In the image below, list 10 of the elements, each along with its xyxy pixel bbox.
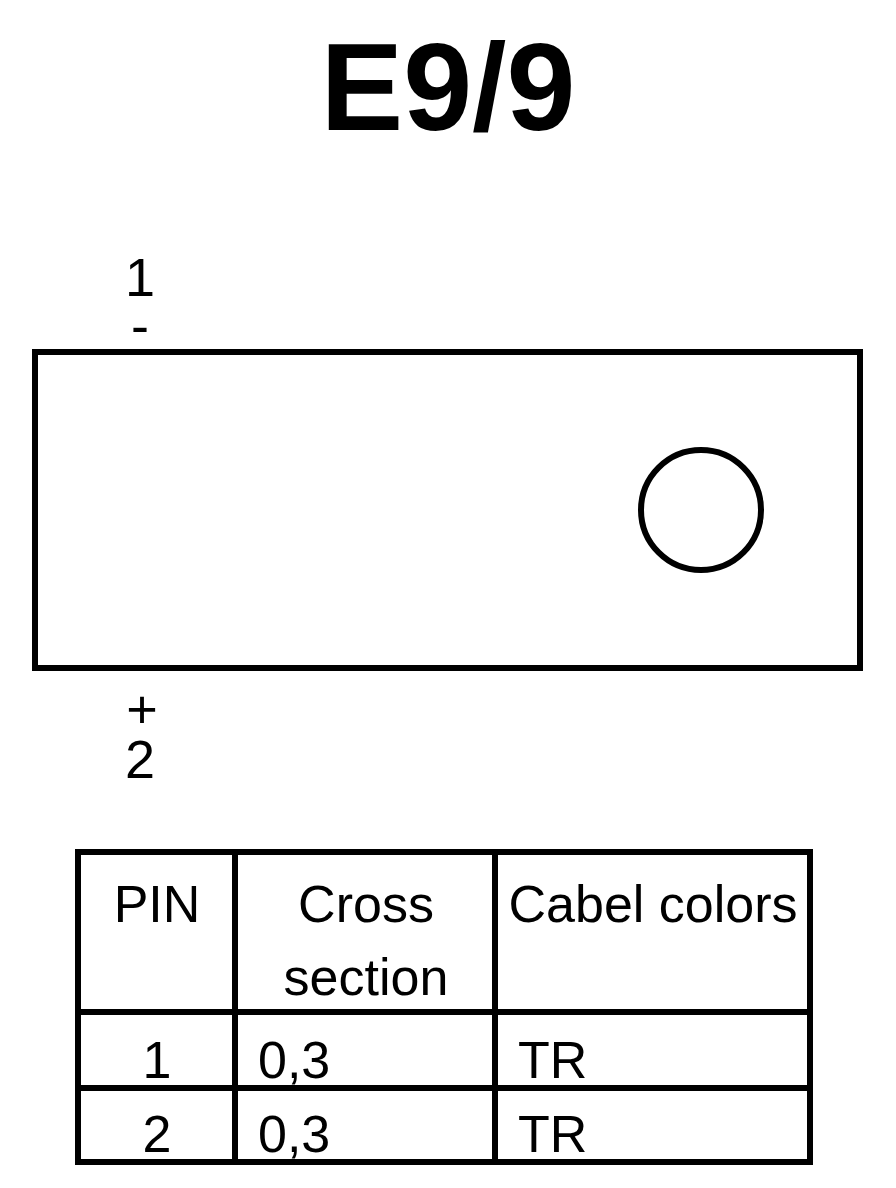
table-value: TR	[518, 1030, 589, 1091]
column-header: PIN	[112, 874, 202, 935]
title: E9/9	[319, 25, 577, 149]
table-value: 0,3	[258, 1104, 332, 1165]
column-header: Cross section	[282, 874, 450, 1008]
column-header: Cabel colors	[507, 874, 799, 935]
table-value: 2	[141, 1104, 173, 1165]
table-value: 0,3	[258, 1030, 332, 1091]
table-value: TR	[518, 1104, 589, 1165]
table-value: 1	[141, 1030, 173, 1091]
